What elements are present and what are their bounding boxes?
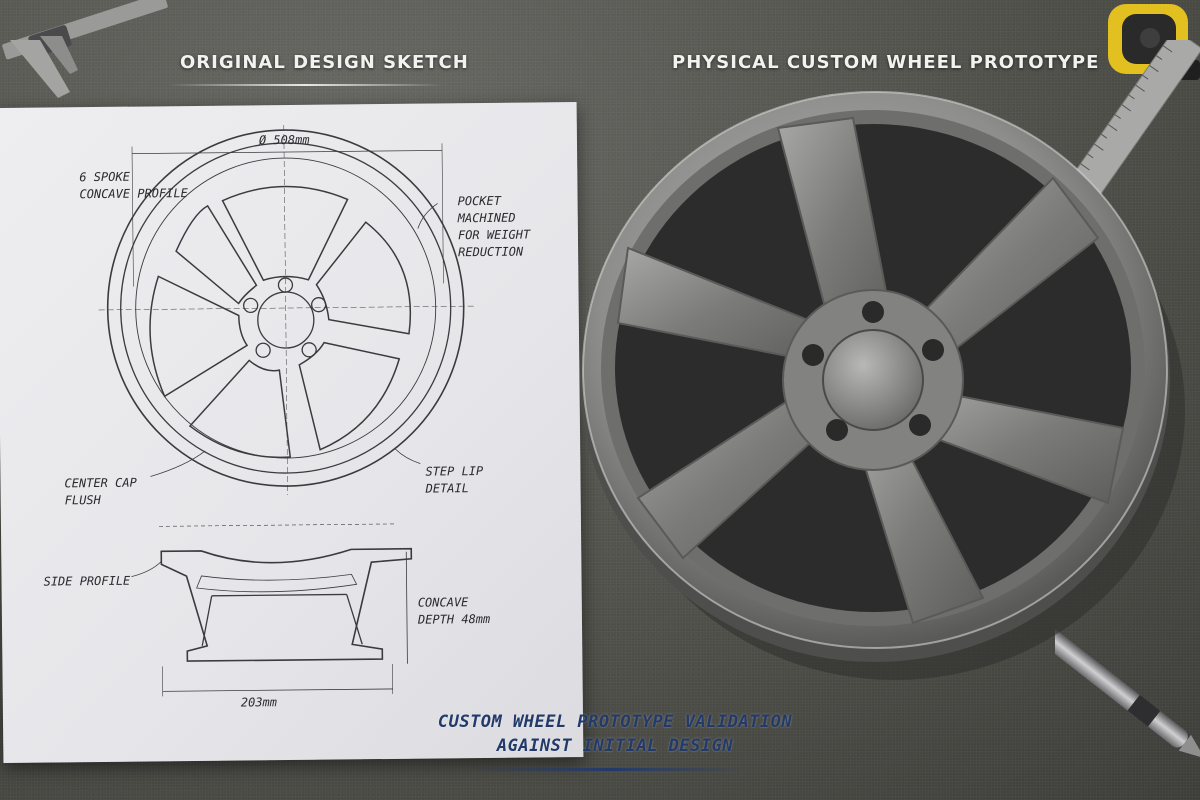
caption-block: CUSTOM WHEEL PROTOTYPE VALIDATION AGAINS…	[415, 710, 815, 758]
center-cap-label: CENTER CAP FLUSH	[64, 475, 137, 508]
heading-original-design-sketch: ORIGINAL DESIGN SKETCH	[180, 52, 469, 73]
heading-physical-prototype: PHYSICAL CUSTOM WHEEL PROTOTYPE	[672, 52, 1100, 73]
physical-wheel-prototype	[580, 91, 1185, 680]
pocket-machined-label: POCKET MACHINED FOR WEIGHT REDUCTION	[457, 193, 531, 260]
caption-underline	[475, 768, 745, 771]
side-profile-label: SIDE PROFILE	[43, 573, 131, 589]
caliper-icon	[2, 0, 168, 98]
concave-depth-label: CONCAVE DEPTH 48mm	[417, 595, 491, 627]
caption-line-1: CUSTOM WHEEL PROTOTYPE VALIDATION	[437, 712, 793, 732]
caption-line-2: AGAINST INITIAL DESIGN	[496, 736, 734, 756]
heading-left-underline	[168, 84, 443, 86]
design-sketch-paper: Ø 508mm 6 SPOKE CONCAVE PROFILE POCKET M…	[0, 101, 584, 764]
pen-icon	[1055, 621, 1200, 759]
width-dimension-label: 203mm	[240, 695, 278, 710]
wheel-sketch-drawing	[98, 125, 474, 697]
diameter-dimension-label: Ø 508mm	[258, 132, 310, 148]
step-lip-label: STEP LIP DETAIL	[425, 463, 484, 496]
spoke-profile-label: 6 SPOKE CONCAVE PROFILE	[79, 169, 188, 202]
